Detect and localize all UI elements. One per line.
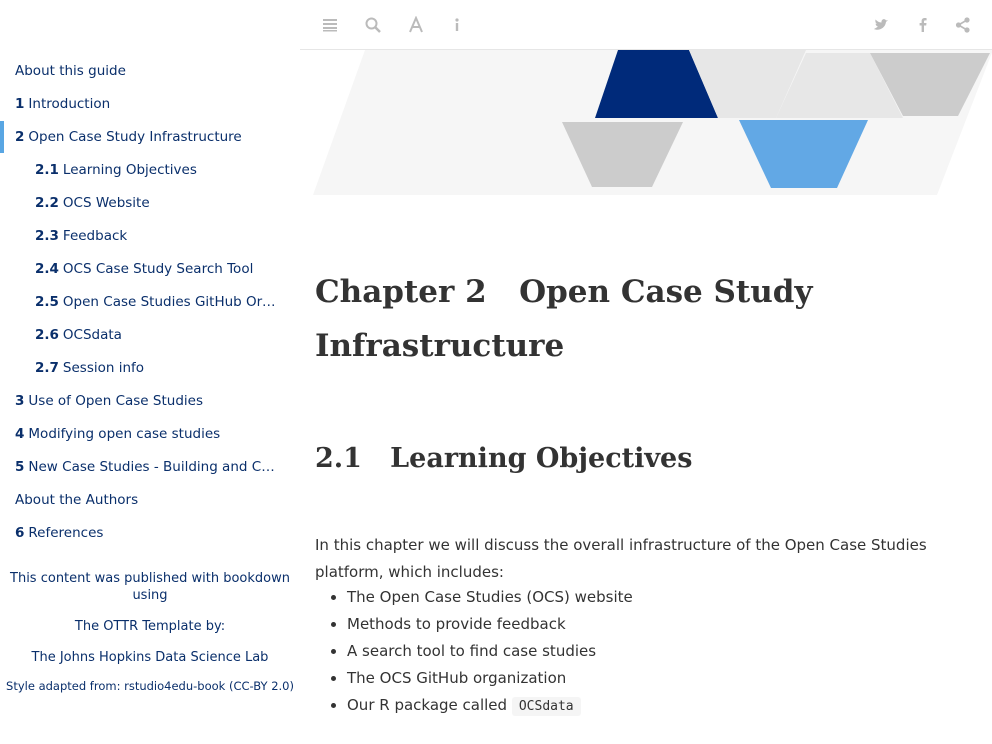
toc-item-label: Open Case Studies GitHub Organi... — [62, 293, 282, 310]
toc-item-label: Introduction — [28, 95, 111, 112]
toc-item-label: OCSdata — [62, 326, 122, 343]
toc-item-label: About this guide — [15, 62, 126, 79]
banner-trapezoid-gray — [870, 53, 990, 116]
banner-trapezoid-light-blue — [739, 120, 868, 188]
credit-template[interactable]: The OTTR Template by: — [74, 619, 226, 634]
list-item: Our R package called OCSdata — [347, 692, 633, 720]
package-name-code: OCSdata — [511, 697, 581, 716]
toc-item-label: References — [28, 524, 104, 541]
toc-item-label: About the Authors — [15, 491, 139, 508]
toc-item-number: 2.1 — [35, 161, 59, 178]
banner-trapezoid-light-gray — [689, 50, 806, 118]
banner-trapezoid-gray — [562, 122, 683, 187]
toc-item-number: 2.6 — [35, 326, 59, 343]
toc-item-number: 4 — [15, 425, 25, 442]
toc-item-label: Feedback — [62, 227, 128, 244]
toc-item-label: Modifying open case studies — [28, 425, 221, 442]
menu-icon[interactable] — [321, 16, 339, 34]
list-item-text: Our R package called — [347, 696, 508, 714]
toc-item-label: Open Case Study Infrastructure — [28, 128, 242, 145]
header-banner-graphic — [313, 50, 992, 195]
main-content: Chapter 2 Open Case Study Infrastructure… — [315, 265, 955, 716]
toc-item-number: 6 — [15, 524, 25, 541]
toc-item-number: 5 — [15, 458, 25, 475]
toc-item-label: New Case Studies - Building and Contr... — [28, 458, 282, 475]
banner-trapezoid-light-gray — [776, 53, 903, 118]
list-item: Methods to provide feedback — [347, 611, 633, 638]
chapter-title: Chapter 2 Open Case Study Infrastructure — [315, 274, 813, 364]
section-title: 2.1 Learning Objectives — [315, 443, 693, 474]
intro-paragraph: In this chapter we will discuss the over… — [315, 536, 927, 581]
info-icon[interactable] — [448, 16, 466, 34]
facebook-icon[interactable] — [914, 16, 932, 34]
toc-item-number: 2.3 — [35, 227, 59, 244]
toc-item-number: 2 — [15, 128, 25, 145]
toc-item-label: OCS Website — [62, 194, 150, 211]
credit-lab[interactable]: The Johns Hopkins Data Science Lab — [31, 650, 269, 665]
share-icon[interactable] — [954, 16, 972, 34]
credits: This content was published with bookdown… — [0, 570, 300, 695]
toc-item-label: Session info — [62, 359, 145, 376]
toc-item-label: OCS Case Study Search Tool — [62, 260, 254, 277]
credit-style[interactable]: Style adapted from: rstudio4edu-book (CC… — [6, 679, 294, 693]
toc-item-number: 3 — [15, 392, 25, 409]
toc-item-number: 2.5 — [35, 293, 59, 310]
toc-item-label: Use of Open Case Studies — [28, 392, 203, 409]
toc-item-number: 2.7 — [35, 359, 59, 376]
top-toolbar — [300, 0, 992, 50]
sidebar-toc-item[interactable]: About the Authors — [0, 483, 300, 516]
twitter-icon[interactable] — [872, 16, 890, 34]
toc-item-number: 2.2 — [35, 194, 59, 211]
banner-trapezoid-dark-blue — [595, 50, 718, 118]
list-item: A search tool to find case studies — [347, 638, 633, 665]
search-icon[interactable] — [364, 16, 382, 34]
toc-item-number: 2.4 — [35, 260, 59, 277]
list-item: The OCS GitHub organization — [347, 665, 633, 692]
list-item: The Open Case Studies (OCS) website — [347, 584, 633, 611]
toc-item-number: 1 — [15, 95, 25, 112]
learning-objectives-list: The Open Case Studies (OCS) websiteMetho… — [315, 584, 633, 720]
sidebar-toc-item[interactable]: About this guide — [0, 54, 300, 87]
credit-published[interactable]: This content was published with bookdown… — [10, 571, 290, 603]
toc-item-label: Learning Objectives — [62, 161, 197, 178]
font-icon[interactable] — [407, 16, 425, 34]
